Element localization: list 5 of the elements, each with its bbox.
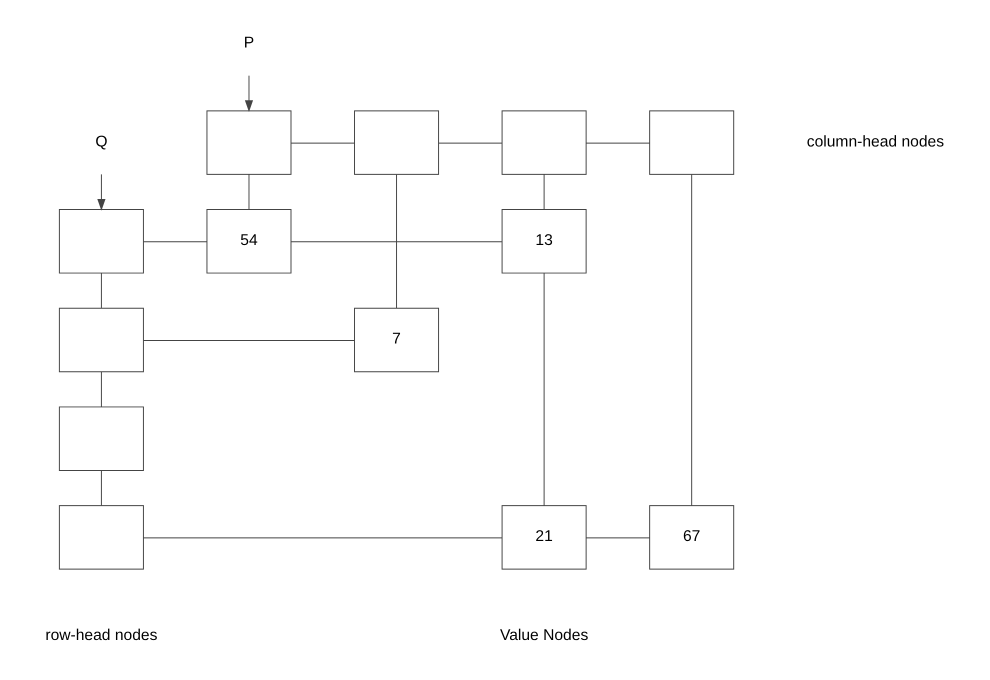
label: Value Nodes: [500, 626, 588, 644]
node-text: P: [244, 34, 254, 52]
label: row-head nodes: [45, 626, 158, 644]
label: column-head nodes: [806, 133, 944, 150]
node-text: Q: [95, 133, 108, 150]
